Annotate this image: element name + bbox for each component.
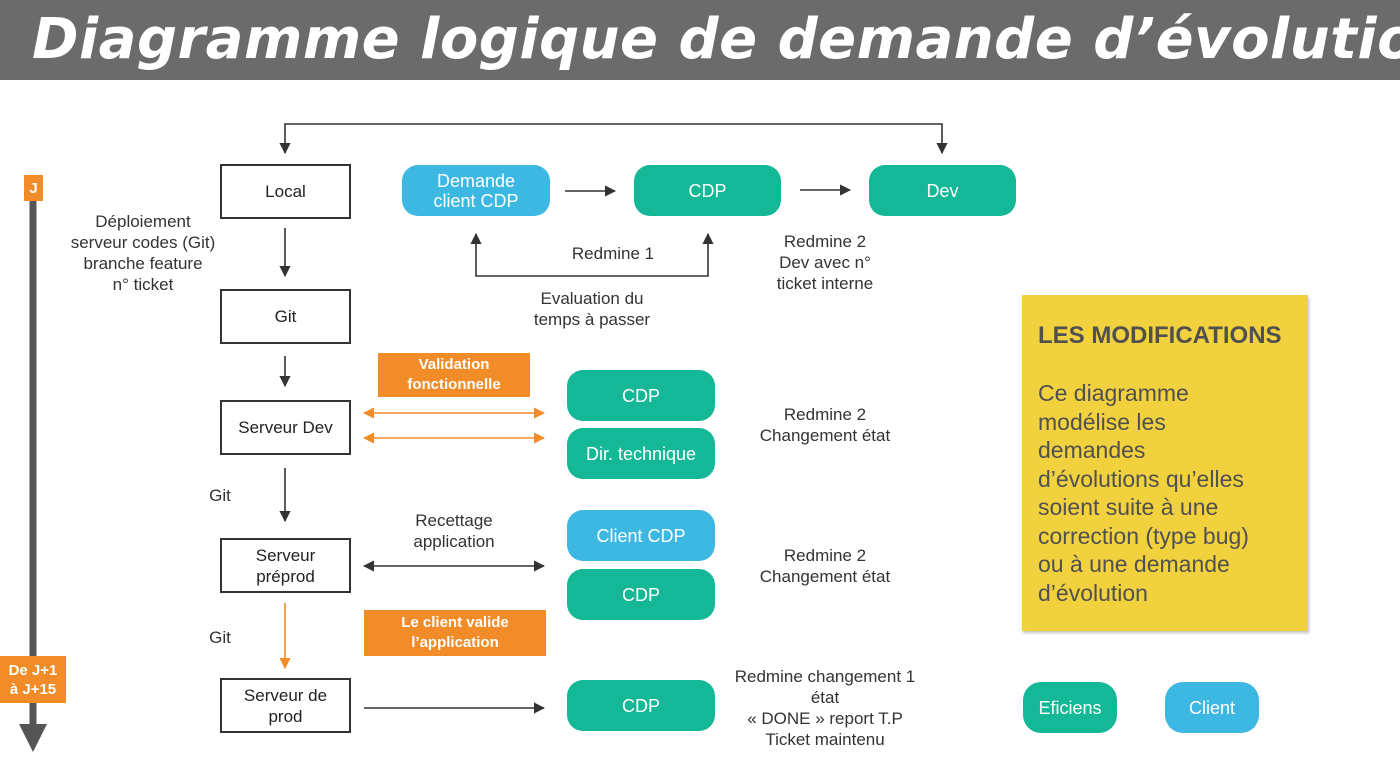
loop-local-dev	[279, 123, 948, 155]
dev-dir-technique: Dir. technique	[567, 428, 715, 479]
preprod-client-cdp: Client CDP	[567, 510, 715, 561]
prod-cdp: CDP	[567, 680, 715, 731]
top-dev: Dev	[869, 165, 1016, 216]
stage-server-preprod: Serveur préprod	[220, 538, 351, 593]
dev-cdp: CDP	[567, 370, 715, 421]
demande-client-cdp: Demande client CDP	[402, 165, 550, 216]
top-cdp: CDP	[634, 165, 781, 216]
redmine2-dev-label: Redmine 2 Dev avec n° ticket interne	[776, 232, 874, 293]
deployment-annotation: Déploiement serveur codes (Git) branche …	[70, 212, 216, 294]
preprod-cdp: CDP	[567, 569, 715, 620]
note-body: Ce diagramme modélise les demandes d’évo…	[1038, 380, 1249, 606]
timeline-start-badge: J	[24, 175, 43, 201]
timeline-arrowhead	[19, 724, 47, 752]
header-bar: Diagramme logique de demande d’évolution	[0, 0, 1400, 80]
prod-redmine-label: Redmine changement 1 état « DONE » repor…	[734, 667, 916, 749]
recettage-label: Recettage application	[413, 511, 495, 551]
stage-server-prod: Serveur de prod	[220, 678, 351, 733]
git-label-1: Git	[209, 486, 231, 505]
stage-git: Git	[220, 289, 351, 344]
redmine1-feedback	[470, 232, 714, 277]
note-title: LES MODIFICATIONS	[1038, 322, 1282, 349]
stage-local: Local	[220, 164, 351, 219]
preprod-redmine-label: Redmine 2 Changement état	[759, 546, 891, 586]
git-label-2: Git	[209, 628, 231, 647]
timeline-end-badge: De J+1 à J+15	[0, 656, 66, 703]
client-valide-label: Le client valide l’application	[364, 610, 546, 656]
legend-eficiens: Eficiens	[1023, 682, 1117, 733]
modifications-note: LES MODIFICATIONS Ce diagramme modélise …	[1022, 295, 1308, 631]
evaluation-label: Evaluation du temps à passer	[533, 289, 651, 329]
dev-redmine-label: Redmine 2 Changement état	[759, 405, 891, 445]
validation-fonctionnelle-label: Validation fonctionnelle	[378, 353, 530, 397]
stage-server-dev: Serveur Dev	[220, 400, 351, 455]
page-title: Diagramme logique de demande d’évolution	[32, 7, 1400, 72]
redmine1-label: Redmine 1	[571, 244, 655, 263]
legend-client: Client	[1165, 682, 1259, 733]
